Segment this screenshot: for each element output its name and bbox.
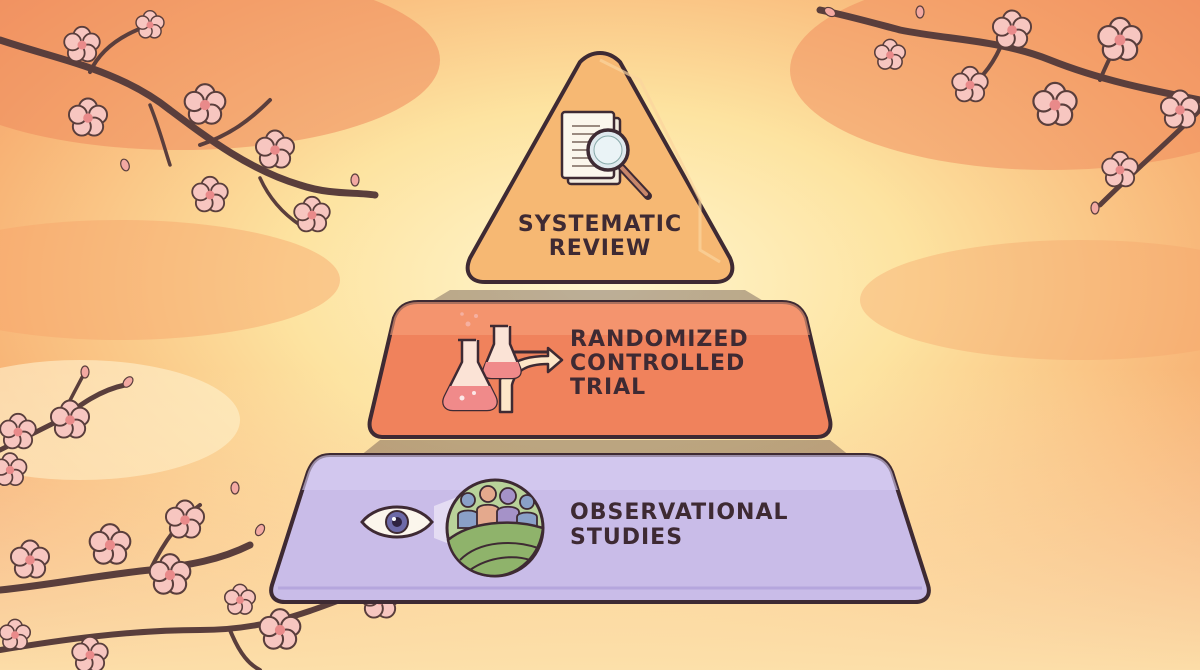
tier-observational-studies — [269, 453, 931, 604]
tier-label-systematic-review: SYSTEMATIC REVIEW — [510, 213, 690, 261]
document-magnifier-icon — [560, 110, 652, 200]
flask-branch-icon — [442, 312, 564, 414]
tier-label-line: RANDOMIZED — [570, 327, 749, 352]
tier-label-line: OBSERVATIONAL — [570, 500, 789, 525]
cherry-blossom-branch-top-left — [0, 9, 379, 233]
tier-label-line: TRIAL — [570, 375, 647, 401]
eye-people-icon — [360, 478, 545, 578]
tier-label-line: STUDIES — [570, 525, 684, 551]
cherry-blossom-branch-top-right — [816, 4, 1200, 215]
tier-label-line: SYSTEMATIC — [517, 212, 683, 237]
tier-label-line: CONTROLLED — [570, 351, 746, 377]
tier-label-observational-studies: OBSERVATIONAL STUDIES — [570, 500, 830, 551]
tier-label-randomized-controlled-trial: RANDOMIZED CONTROLLED TRIAL — [570, 327, 790, 401]
cherry-blossom-branch-left — [0, 365, 136, 487]
tier-label-line: REVIEW — [548, 235, 652, 261]
evidence-pyramid — [269, 51, 931, 604]
